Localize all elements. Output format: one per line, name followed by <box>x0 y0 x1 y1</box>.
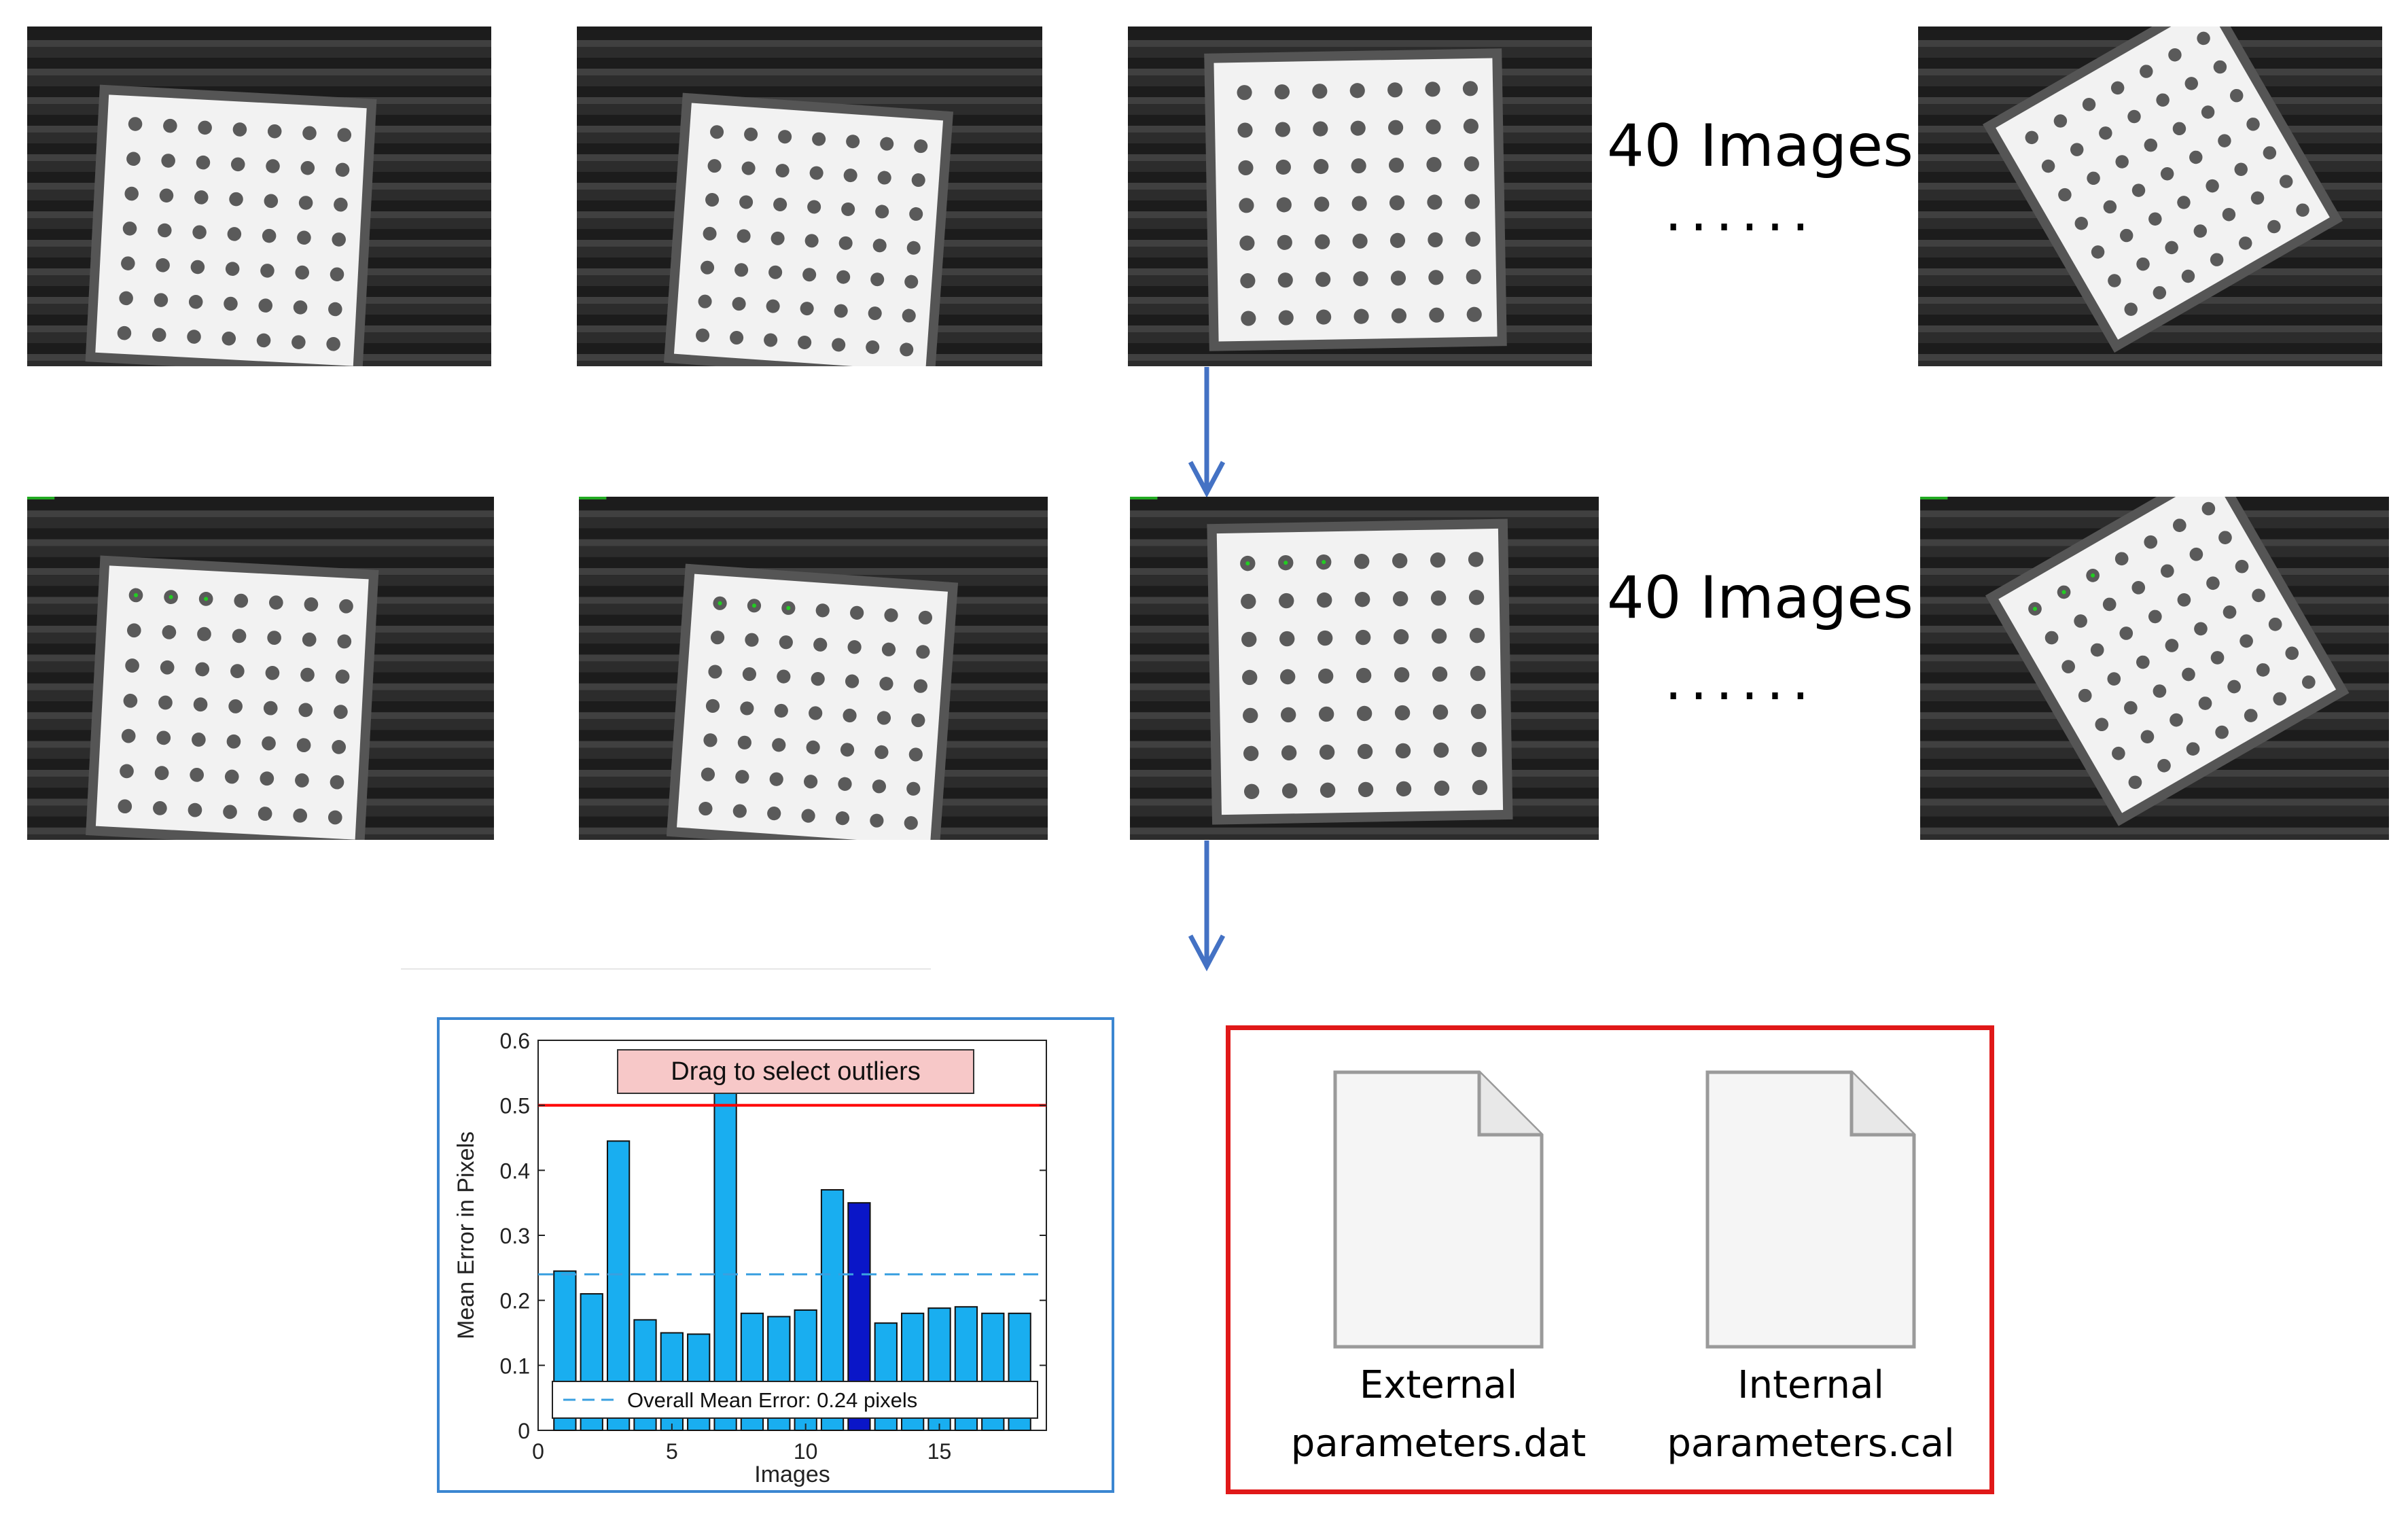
board-photo <box>1128 27 1592 366</box>
y-tick-label: 0.5 <box>500 1094 530 1118</box>
calibration-image-40 <box>1918 27 2382 366</box>
calibration-image-3 <box>1128 27 1592 366</box>
board-photo <box>577 27 1042 366</box>
internal-parameters-file: Internal parameters.cal <box>1648 1356 1974 1473</box>
y-axis-label: Mean Error in Pixels <box>453 1131 479 1339</box>
down-arrow-icon <box>1188 367 1226 498</box>
bar <box>713 1091 737 1432</box>
file-label-line1: Internal <box>1737 1363 1884 1407</box>
y-tick-label: 0.1 <box>500 1354 530 1378</box>
x-tick-label: 5 <box>666 1439 678 1464</box>
y-tick-label: 0.4 <box>500 1159 530 1183</box>
board-photo <box>27 27 491 366</box>
processed-image-3 <box>1130 497 1599 840</box>
overlay-label: Drag to select outliers <box>671 1057 921 1086</box>
board-photo <box>27 497 494 840</box>
calibration-output-files: External parameters.dat Internal paramet… <box>1226 1025 1994 1494</box>
y-tick-label: 0.3 <box>500 1224 530 1248</box>
processed-image-40 <box>1920 497 2389 840</box>
file-icon <box>1705 1070 1916 1349</box>
calibration-image-1 <box>27 27 491 366</box>
processed-image-1 <box>27 497 494 840</box>
board-photo <box>1130 497 1599 840</box>
y-tick-label: 0 <box>518 1419 530 1443</box>
y-tick-label: 0.6 <box>500 1029 530 1053</box>
file-label-line2: parameters.cal <box>1667 1422 1955 1466</box>
row2-ellipsis: ...... <box>1665 649 1818 712</box>
row2-count-label: 40 Images <box>1607 564 1913 632</box>
file-icon <box>1333 1070 1544 1349</box>
board-photo <box>579 497 1048 840</box>
file-label-line1: External <box>1359 1363 1518 1407</box>
divider <box>401 968 931 970</box>
x-tick-label: 15 <box>927 1439 952 1464</box>
row1-count-label: 40 Images <box>1607 112 1913 180</box>
legend <box>552 1381 1038 1419</box>
y-tick-label: 0.2 <box>500 1289 530 1313</box>
calibration-image-2 <box>577 27 1042 366</box>
row1-ellipsis: ...... <box>1665 180 1818 243</box>
down-arrow-icon <box>1188 841 1226 972</box>
legend-label: Overall Mean Error: 0.24 pixels <box>627 1388 917 1412</box>
processed-image-2 <box>579 497 1048 840</box>
board-photo <box>1918 27 2382 366</box>
x-axis-label: Images <box>754 1462 830 1487</box>
external-parameters-file: External parameters.dat <box>1275 1356 1601 1473</box>
x-tick-label: 10 <box>794 1439 818 1464</box>
board-photo <box>1920 497 2389 840</box>
x-tick-label: 0 <box>532 1439 544 1464</box>
file-label-line2: parameters.dat <box>1290 1422 1587 1466</box>
drag-to-select-outliers-box[interactable] <box>617 1049 974 1094</box>
